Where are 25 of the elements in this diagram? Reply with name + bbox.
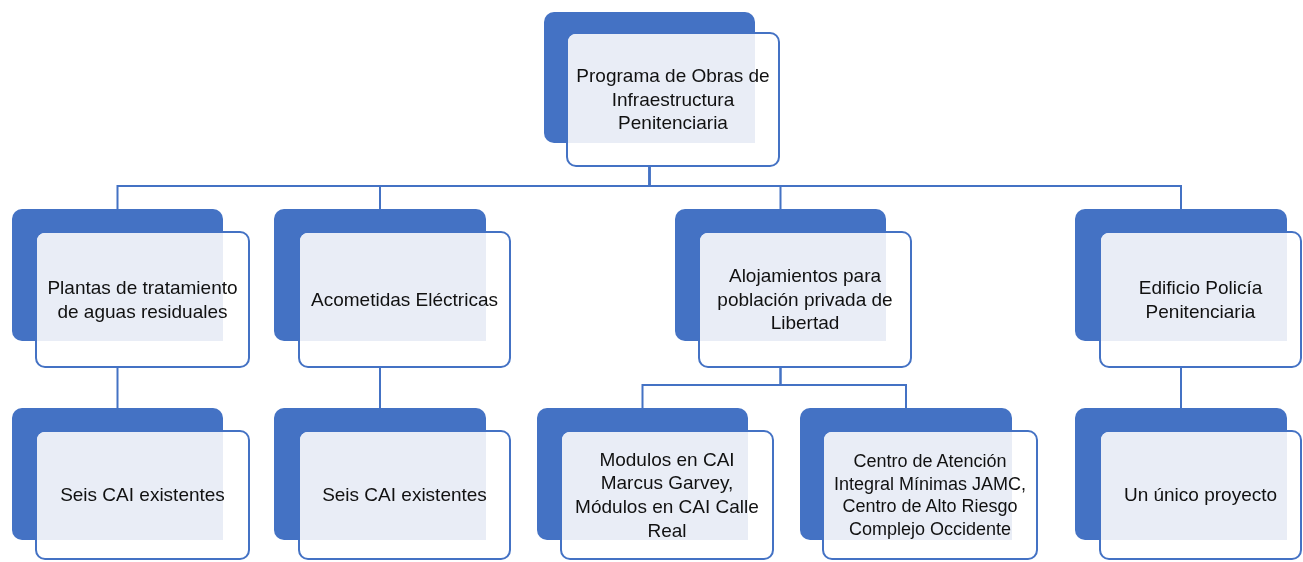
node-label: Modulos en CAI Marcus Garvey, Módulos en CAI Calle Real [574,447,760,543]
node-label: Acometidas Eléctricas [311,287,498,312]
process-card [537,408,774,560]
node-label: Plantas de tratamiento de aguas residuales [46,275,239,324]
connector-line [779,367,907,409]
node-label: Edificio Policía Penitenciaria [1137,275,1264,324]
node-label: Un único proyecto [1123,483,1278,507]
node-label: Seis CAI existentes [322,483,487,507]
process-card [274,209,511,368]
node-label: Programa de Obras de Infraestructura Penitenciaria [575,63,771,136]
process-card [274,408,511,560]
connector-line [648,166,1182,210]
node-label: Alojamientos para población privada de Libertad [716,263,894,336]
node-label: Centro de Atención Integral Mínimas JAMC, Centro de Alto Riesgo Complejo Occidente [832,450,1028,540]
process-card [675,209,912,368]
process-card [1075,408,1302,560]
node-label: Seis CAI existentes [60,483,225,507]
process-card [1075,209,1302,368]
process-card [12,209,250,368]
connector-line [1180,367,1182,409]
connector-line [379,367,381,409]
process-card [544,12,780,167]
connector-line [116,367,119,409]
process-card [12,408,250,560]
process-card [800,408,1038,560]
